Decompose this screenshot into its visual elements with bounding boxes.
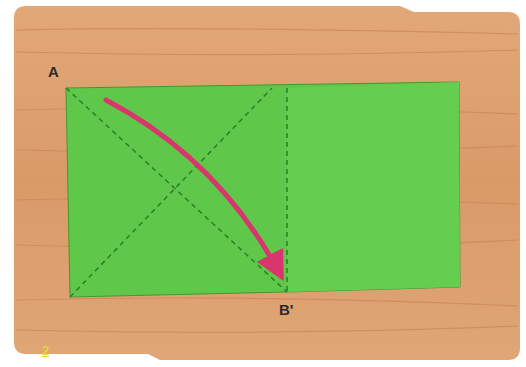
step-number: 2: [42, 344, 49, 357]
paper: [66, 82, 460, 297]
paper-right: [287, 82, 460, 292]
point-label: B': [279, 302, 293, 317]
wood-board: [14, 6, 520, 360]
point-label: A: [48, 64, 59, 79]
fold-arrow: [106, 100, 281, 276]
